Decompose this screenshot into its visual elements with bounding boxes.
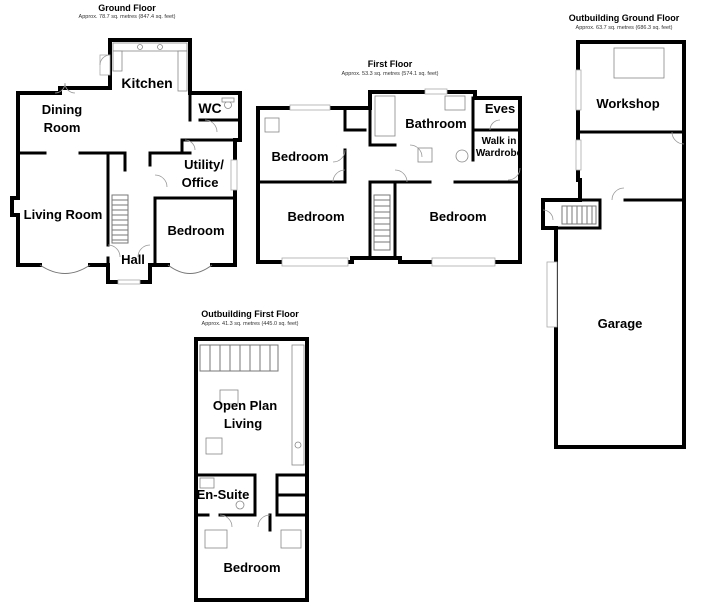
ground-stairs	[111, 194, 129, 244]
workshop-label: Workshop	[596, 96, 659, 111]
first-bedroom-small-label: Bedroom	[271, 149, 328, 164]
outbuilding-first-floor-plan: Outbuilding First Floor Approx. 41.3 sq.…	[194, 309, 309, 602]
dining-room-label-line1: Dining	[42, 102, 82, 117]
utility-door-icon	[184, 139, 196, 151]
velux-window-4	[280, 529, 302, 549]
dining-room-label-line2: Room	[44, 120, 81, 135]
first-floor-area: Approx. 53.3 sq. metres (574.1 sq. feet)	[342, 71, 439, 77]
bedroom-bay-window	[167, 264, 213, 274]
outbuilding-bedroom-door-icon	[257, 514, 271, 528]
outbuilding-ground-internal-walls	[554, 130, 686, 230]
garage-label: Garage	[598, 316, 643, 331]
outbuilding-ground-floor-plan: Outbuilding Ground Floor Approx. 63.7 sq…	[541, 13, 686, 449]
toilet-icon	[224, 101, 232, 109]
garage-side-window	[546, 261, 558, 328]
shower-icon	[417, 147, 433, 163]
outbuilding-ground-area: Approx. 63.7 sq. metres (686.3 sq. feet)	[576, 25, 673, 31]
outbuilding-first-area: Approx. 41.3 sq. metres (445.0 sq. feet)	[202, 321, 299, 327]
utility-label-line2: Office	[182, 175, 219, 190]
kitchen-label: Kitchen	[121, 75, 172, 91]
kitchenette-sink-icon	[294, 441, 302, 449]
basin-icon	[221, 97, 235, 103]
first-stairs	[373, 194, 391, 251]
ensuite-door-icon	[219, 514, 233, 528]
first-bedroom-left-label: Bedroom	[287, 209, 344, 224]
eves-label: Eves	[485, 101, 515, 116]
first-outer-wall	[256, 90, 522, 264]
hall-label: Hall	[121, 252, 145, 267]
dining-french-door-icon	[54, 82, 76, 94]
hall-window	[117, 279, 141, 285]
outbuilding-ground-outer-wall	[541, 40, 686, 449]
bathroom-label: Bathroom	[405, 116, 466, 131]
first-right-window	[431, 257, 496, 267]
cupboard-icon	[264, 117, 280, 133]
workshop-bench	[613, 47, 665, 79]
bath-icon	[374, 95, 396, 137]
velux-window-1	[219, 389, 239, 405]
utility-window	[230, 159, 238, 191]
eves-door-icon	[489, 119, 501, 131]
utility-label-line1: Utility/	[184, 157, 224, 172]
living-room-label: Living Room	[24, 207, 103, 222]
first-bedroom-left-door-icon	[332, 169, 346, 183]
hob-icon	[157, 44, 163, 50]
ensuite-shower-icon	[199, 477, 215, 489]
velux-window-2	[205, 437, 223, 455]
kitchen-door-icon	[99, 54, 111, 66]
outbuilding-bedroom-label: Bedroom	[223, 560, 280, 575]
open-plan-living-label-line1: Open Plan	[213, 398, 277, 413]
first-left-window	[281, 257, 349, 267]
first-bedroom-right-label: Bedroom	[429, 209, 486, 224]
ground-bedroom-label: Bedroom	[167, 223, 224, 238]
first-toilet-icon	[455, 149, 469, 163]
kitchen-worktop	[112, 42, 188, 52]
outbuilding-entrance-door-icon	[542, 209, 554, 221]
first-floor-plan: First Floor Approx. 53.3 sq. metres (574…	[256, 59, 523, 267]
outbuilding-ground-title: Outbuilding Ground Floor	[569, 13, 680, 23]
kitchen-worktop-side	[177, 50, 188, 92]
outbuilding-side-window	[575, 139, 582, 171]
bathroom-door-icon	[409, 144, 423, 158]
bedroom-door-icon	[154, 174, 168, 188]
kitchenette-worktop	[291, 344, 305, 466]
ground-floor-title: Ground Floor	[98, 3, 156, 13]
ensuite-label: En-Suite	[197, 487, 250, 502]
first-internal-walls	[256, 96, 522, 260]
kitchen-window	[99, 54, 111, 76]
outbuilding-first-title: Outbuilding First Floor	[201, 309, 299, 319]
wardrobe-door-icon	[507, 167, 521, 181]
bathroom-window	[424, 88, 448, 95]
living-bay-window	[39, 264, 91, 274]
first-floor-title: First Floor	[368, 59, 413, 69]
ensuite-toilet-icon	[235, 500, 245, 510]
first-top-window	[289, 104, 331, 111]
outbuilding-ground-stairs	[561, 205, 597, 225]
workshop-window	[575, 69, 582, 111]
wc-label: WC	[198, 100, 221, 116]
ground-floor-plan: Ground Floor Approx. 78.7 sq. metres (84…	[10, 3, 242, 285]
hall-door-right-icon	[137, 244, 151, 258]
first-basin-icon	[444, 95, 466, 111]
hall-door-icon	[107, 244, 121, 258]
workshop-door-icon	[671, 131, 685, 145]
outbuilding-first-stairs	[199, 344, 279, 372]
open-plan-living-label-line2: Living	[224, 416, 262, 431]
walk-in-wardrobe-label-line1: Walk in	[482, 136, 517, 147]
wc-door-icon	[204, 119, 218, 133]
first-bedroom-right-door-icon	[394, 169, 408, 183]
ground-floor-area: Approx. 78.7 sq. metres (847.4 sq. feet)	[79, 14, 176, 20]
sink-icon	[137, 44, 143, 50]
outbuilding-first-outer-wall	[194, 337, 309, 602]
ground-internal-walls	[16, 91, 242, 267]
velux-window-3	[204, 529, 228, 549]
kitchen-worktop-left	[112, 50, 123, 72]
outbuilding-first-internal-walls	[194, 473, 309, 532]
walk-in-wardrobe-label-line2: Wardrobe	[476, 148, 523, 159]
garage-door-icon	[611, 187, 625, 201]
first-bedroom-small-door-icon	[332, 149, 346, 163]
